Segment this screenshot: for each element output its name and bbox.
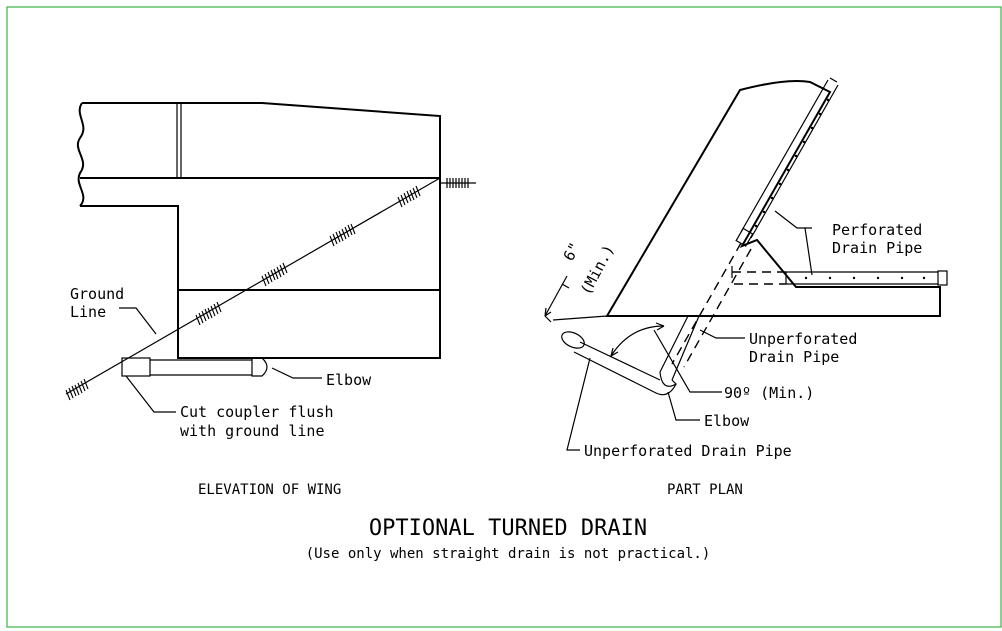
- elbow-leader: [271, 367, 322, 379]
- unperforated-bottom-label: Unperforated Drain Pipe: [584, 442, 792, 460]
- part-plan: 6" (Min.) Perforated Drain Pipe Unperfor…: [544, 77, 948, 498]
- drawing-title: OPTIONAL TURNED DRAIN: [369, 516, 647, 541]
- elevation-caption: ELEVATION OF WING: [198, 482, 341, 498]
- hidden-pipe: [671, 242, 786, 368]
- plan-elbow: [659, 371, 677, 387]
- cut-coupler-label-1: Cut coupler flush: [180, 403, 334, 421]
- angle-leader: [653, 329, 722, 393]
- perforated-pipe-horizontal: [785, 270, 948, 286]
- cut-coupler-leader: [125, 375, 176, 413]
- elbow-leader-plan: [667, 391, 700, 421]
- unperforated-label-2: Drain Pipe: [749, 348, 839, 366]
- perforated-label-2: Drain Pipe: [832, 239, 922, 257]
- six-inch-label: 6": [560, 239, 584, 263]
- cut-coupler-label-2: with ground line: [180, 422, 325, 440]
- drawing-note: (Use only when straight drain is not pra…: [306, 546, 711, 562]
- six-inch-dimension: [544, 275, 608, 323]
- unperforated-leader: [699, 329, 745, 339]
- angle-arc: [610, 325, 665, 357]
- ground-hatch-top: [446, 178, 469, 188]
- ground-line-label-2: Line: [70, 303, 106, 321]
- elevation-elbow-label: Elbow: [326, 371, 372, 389]
- wing-top-outline: [80, 102, 441, 359]
- unperforated-label-1: Unperforated: [749, 330, 857, 348]
- ground-line-label-1: Ground: [70, 285, 124, 303]
- wing-outline: [605, 80, 941, 317]
- angle-label: 90º (Min.): [724, 384, 814, 402]
- break-line: [77, 102, 85, 207]
- sheet-frame: [6, 6, 1002, 628]
- elevation-of-wing: Ground Line Elbow Cut coupler flush with…: [65, 102, 476, 498]
- elevation-elbow: [251, 357, 268, 377]
- perforated-label-1: Perforated: [832, 221, 922, 239]
- ground-hatch-slope: [65, 185, 421, 401]
- perforated-leader-b: [804, 227, 813, 276]
- unperforated-pipe: [561, 315, 700, 396]
- ground-line-leader: [119, 307, 157, 335]
- plan-caption: PART PLAN: [667, 482, 743, 498]
- elevation-drain-pipe: [121, 357, 268, 377]
- pipe-outlet: [561, 331, 585, 349]
- unperforated-bottom-leader: [566, 357, 591, 451]
- perforated-leader-a: [774, 210, 812, 229]
- plan-elbow-label: Elbow: [704, 412, 750, 430]
